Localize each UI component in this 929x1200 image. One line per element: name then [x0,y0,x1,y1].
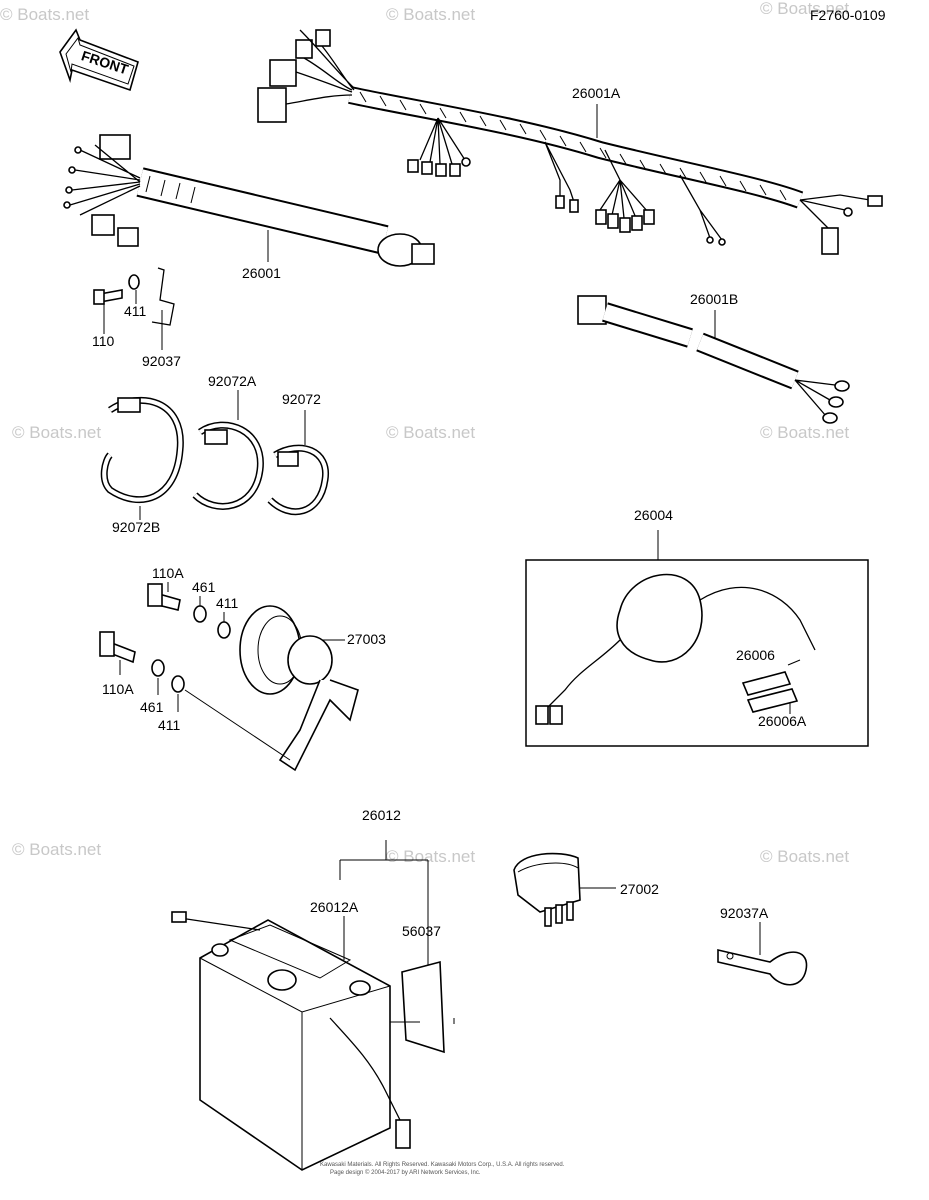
harness-26001 [63,134,435,267]
label-411-mid: 411 [216,595,239,611]
harness-26001B [577,295,850,424]
watermark-5: © Boats.net [386,423,475,442]
watermark-8: © Boats.net [386,847,475,866]
relay-27002 [513,852,616,927]
label-110: 110 [92,333,115,349]
label-92037A: 92037A [720,905,769,921]
label-56037: 56037 [402,923,441,939]
label-92072B: 92072B [112,519,160,535]
label-26001: 26001 [242,265,281,281]
label-461-top: 461 [192,579,216,595]
battery-26012-group [171,840,455,1171]
label-110A-top: 110A [152,565,184,581]
label-461-bot: 461 [140,699,164,715]
label-26004: 26004 [634,507,673,523]
bolt-110-group [93,267,175,350]
clamp-92037A [717,922,808,986]
label-110A-bot: 110A [102,681,134,697]
watermark-2: © Boats.net [386,5,475,24]
label-411-top: 411 [124,303,147,319]
watermark-3: © Boats.net [760,0,849,18]
part-labels: 26001A 26001 26001B 110 411 92037 92072A… [92,85,807,939]
horn-27003-group [99,582,359,772]
label-27003: 27003 [347,631,386,647]
label-26001A: 26001A [572,85,621,101]
footer-line-1: Kawasaki Materials. All Rights Reserved.… [320,1162,565,1168]
regulator-box-26004 [525,530,869,747]
label-92072A: 92072A [208,373,257,389]
label-26012A: 26012A [310,899,359,915]
label-411-bot: 411 [158,717,181,733]
watermark-6: © Boats.net [760,423,849,442]
label-27002: 27002 [620,881,659,897]
label-92037: 92037 [142,353,181,369]
watermark-1: © Boats.net [0,5,89,24]
watermark-9: © Boats.net [760,847,849,866]
straps-92072 [100,390,329,520]
figure-code: F2760-0109 [810,7,886,23]
front-arrow-icon: FRONT [59,28,139,92]
label-26006: 26006 [736,647,775,663]
watermark-7: © Boats.net [12,840,101,859]
label-26006A: 26006A [758,713,807,729]
watermark-4: © Boats.net [12,423,101,442]
label-92072: 92072 [282,391,321,407]
watermarks: © Boats.net © Boats.net © Boats.net © Bo… [0,0,849,866]
main-harness-26001A [257,29,883,255]
footer-line-2: Page design © 2004-2017 by ARI Network S… [330,1169,481,1176]
label-26001B: 26001B [690,291,738,307]
label-26012: 26012 [362,807,401,823]
